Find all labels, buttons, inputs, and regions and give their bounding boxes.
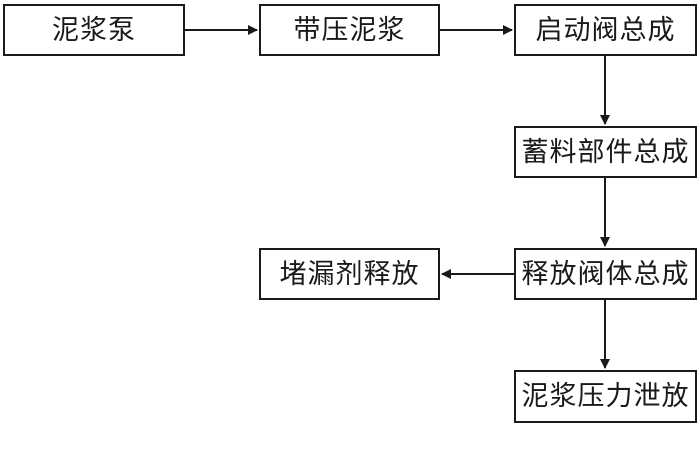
- node-slurry-pump: 泥浆泵: [3, 4, 185, 56]
- node-slurry-pressure-release-label: 泥浆压力泄放: [521, 381, 690, 412]
- node-slurry-pump-label: 泥浆泵: [52, 14, 136, 46]
- node-plugging-agent-release-label: 堵漏剂释放: [279, 258, 420, 290]
- node-plugging-agent-release: 堵漏剂释放: [259, 248, 440, 300]
- node-pressurized-slurry: 带压泥浆: [259, 4, 440, 56]
- node-release-valve-assembly-label: 释放阀体总成: [521, 258, 690, 290]
- node-storage-component-assembly: 蓄料部件总成: [514, 126, 697, 178]
- node-slurry-pressure-release: 泥浆压力泄放: [514, 370, 697, 423]
- node-start-valve-assembly: 启动阀总成: [514, 4, 697, 56]
- node-pressurized-slurry-label: 带压泥浆: [293, 14, 406, 46]
- node-storage-component-assembly-label: 蓄料部件总成: [521, 136, 690, 168]
- node-release-valve-assembly: 释放阀体总成: [514, 248, 697, 300]
- node-start-valve-assembly-label: 启动阀总成: [535, 14, 676, 46]
